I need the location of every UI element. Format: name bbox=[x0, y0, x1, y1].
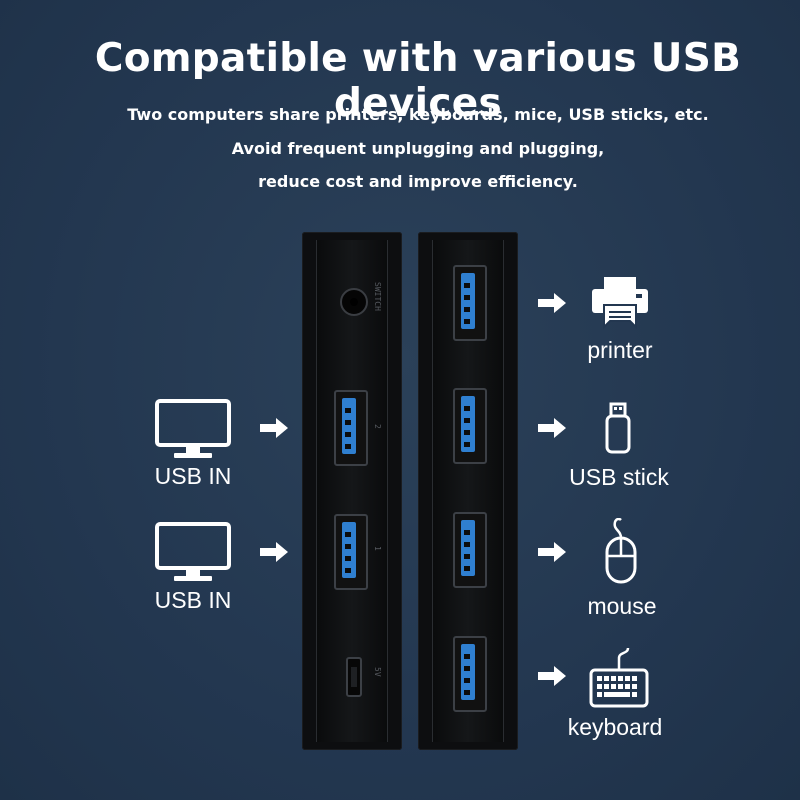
usb-input-port-2 bbox=[334, 390, 368, 466]
port-1-label: 1 bbox=[373, 546, 382, 551]
usb-output-port-2 bbox=[453, 388, 487, 464]
usb-stick-icon bbox=[605, 402, 631, 454]
usb-in-label-2: USB IN bbox=[154, 587, 232, 613]
switch-label: SWITCH bbox=[373, 282, 382, 311]
printer-label: printer bbox=[587, 337, 653, 363]
keyboard-label: keyboard bbox=[567, 714, 663, 740]
port-2-label: 2 bbox=[373, 424, 382, 429]
usb-in-label-1: USB IN bbox=[154, 463, 232, 489]
usb-output-port-3 bbox=[453, 512, 487, 588]
usb-output-port-1 bbox=[453, 265, 487, 341]
arrow-right-icon bbox=[260, 542, 288, 562]
arrow-right-icon bbox=[538, 666, 566, 686]
arrow-right-icon bbox=[538, 293, 566, 313]
subtitle-line-3: reduce cost and improve efficiency. bbox=[258, 172, 578, 191]
mouse-icon bbox=[605, 518, 637, 584]
usb-input-port-1 bbox=[334, 514, 368, 590]
arrow-right-icon bbox=[538, 418, 566, 438]
monitor-icon bbox=[155, 522, 231, 581]
subtitle-line-1: Two computers share printers, keyboards,… bbox=[127, 105, 709, 124]
printer-icon bbox=[592, 277, 648, 330]
monitor-icon bbox=[155, 399, 231, 458]
mouse-label: mouse bbox=[587, 593, 657, 619]
page-title: Compatible with various USB devices bbox=[94, 36, 742, 126]
keyboard-icon bbox=[589, 647, 649, 708]
switch-device-front bbox=[302, 232, 402, 750]
usb-stick-label: USB stick bbox=[569, 464, 669, 490]
switch-button bbox=[340, 288, 368, 316]
micro-usb-power-port bbox=[346, 657, 362, 697]
subtitle-line-2: Avoid frequent unplugging and plugging, bbox=[231, 139, 605, 158]
arrow-right-icon bbox=[260, 418, 288, 438]
arrow-right-icon bbox=[538, 542, 566, 562]
usb-output-port-4 bbox=[453, 636, 487, 712]
power-label: 5V bbox=[373, 667, 382, 677]
